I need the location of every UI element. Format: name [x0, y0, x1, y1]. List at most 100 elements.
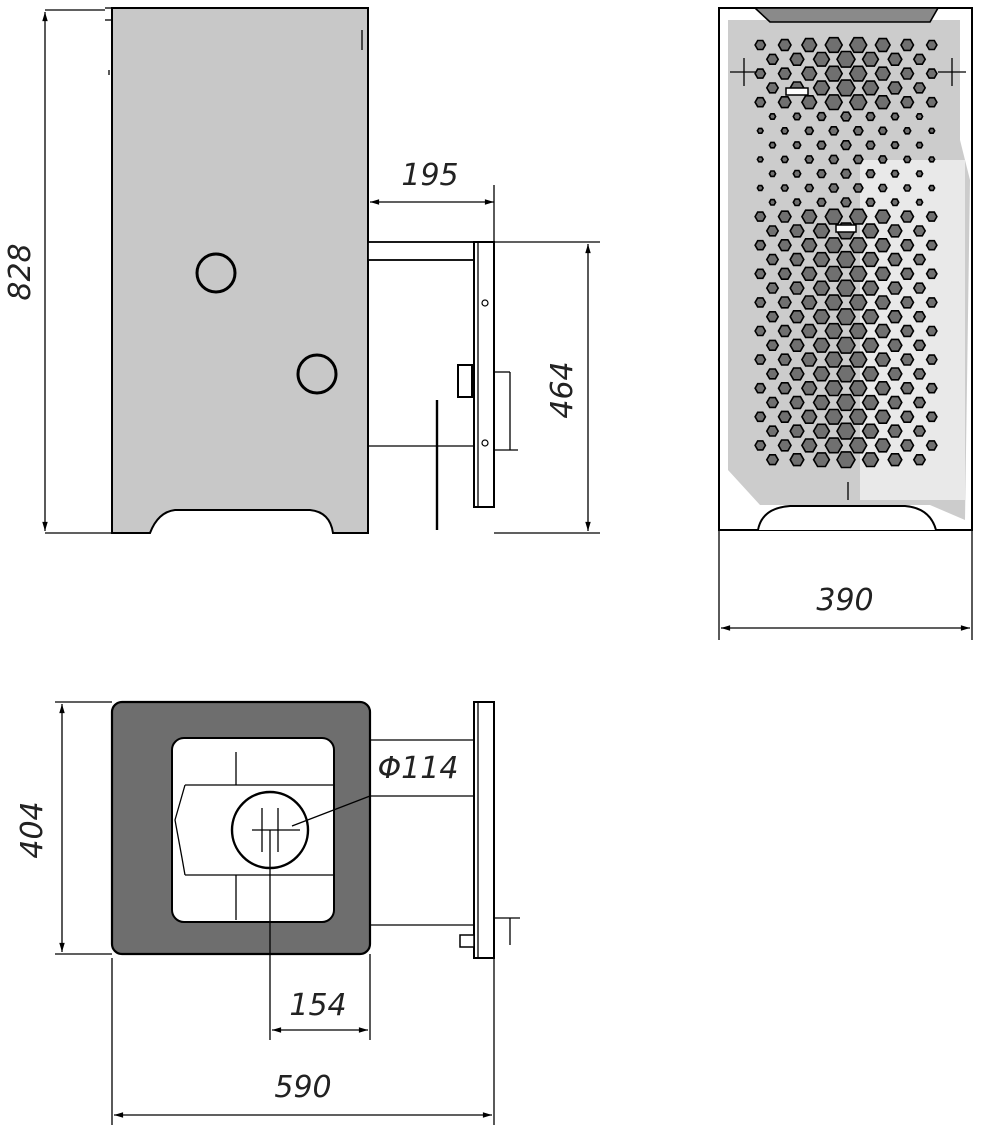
side-view: 828 195 464 [3, 7, 600, 534]
hex-hole [912, 396, 927, 409]
hex-hole [852, 154, 864, 165]
hex-hole [789, 252, 805, 267]
dim-pipe-diameter: Φ114 [378, 751, 459, 786]
hex-hole [900, 210, 915, 223]
hex-hole [848, 65, 868, 82]
hex-hole [804, 155, 815, 164]
hex-hole [900, 38, 915, 52]
hex-hole [836, 308, 856, 326]
hex-hole [900, 381, 915, 395]
dim-pipe-offset: 154 [289, 988, 346, 1023]
hex-hole [754, 297, 767, 308]
hex-hole [765, 425, 780, 437]
hex-hole [812, 251, 831, 268]
hex-hole [800, 380, 818, 396]
hex-hole [925, 68, 938, 79]
hex-hole [765, 396, 780, 409]
hex-hole [900, 353, 915, 366]
hex-hole [836, 79, 856, 97]
hex-hole [765, 310, 780, 323]
hex-hole [824, 437, 844, 454]
hex-hole [800, 352, 818, 367]
hex-hole [852, 183, 864, 193]
hex-hole [800, 438, 818, 453]
hex-hole [824, 265, 844, 282]
hex-hole [848, 94, 868, 111]
hex-hole [912, 82, 927, 94]
hex-hole [812, 394, 831, 411]
hex-hole [824, 380, 844, 397]
hex-hole [777, 267, 792, 281]
hex-hole [836, 250, 856, 269]
hex-hole [780, 127, 790, 135]
hex-hole [756, 184, 765, 192]
door-frame-top [473, 701, 495, 959]
hex-hole [789, 395, 805, 410]
hex-hole [765, 282, 780, 294]
hex-hole [912, 310, 927, 323]
hex-hole [836, 422, 856, 440]
hex-hole [812, 51, 831, 67]
hex-hole [887, 252, 903, 267]
hex-hole [768, 141, 777, 149]
hex-hole [874, 380, 892, 396]
hex-hole [768, 113, 777, 120]
hex-hole [887, 281, 903, 295]
hex-hole [861, 80, 880, 96]
hex-hole [861, 423, 880, 439]
hex-hole [900, 96, 915, 109]
hex-hole [887, 309, 903, 324]
hex-hole [836, 50, 856, 68]
hex-hole [800, 37, 818, 53]
hex-hole [777, 38, 792, 52]
hex-hole [754, 382, 767, 394]
hex-hole [824, 237, 844, 254]
hex-hole [812, 337, 831, 353]
hex-hole [925, 440, 938, 451]
hex-hole [754, 68, 767, 79]
hex-hole [836, 336, 856, 354]
hex-hole [874, 238, 892, 253]
hex-hole [925, 96, 938, 108]
hex-hole [848, 36, 868, 54]
hex-hole [890, 141, 900, 150]
hex-hole [925, 354, 938, 365]
hex-hole [777, 210, 792, 223]
hex-hole [836, 451, 856, 469]
hex-hole [861, 452, 880, 468]
hex-hole [890, 169, 900, 178]
hex-hole [902, 155, 912, 164]
hex-hole [902, 127, 912, 135]
hex-hole [874, 295, 892, 310]
hex-hole [887, 395, 903, 410]
hex-hole [915, 113, 924, 120]
hex-hole [777, 296, 792, 309]
hex-hole [925, 325, 938, 337]
opening-circle-upper [195, 252, 237, 294]
hex-hole [900, 410, 915, 424]
hex-hole [765, 225, 780, 237]
hex-hole [824, 65, 844, 82]
dim-length-total: 590 [274, 1070, 331, 1105]
hex-hole [777, 353, 792, 366]
hex-hole [912, 282, 927, 294]
hex-hole [925, 211, 938, 222]
hex-hole [812, 309, 831, 325]
hex-hole [812, 452, 831, 468]
hex-hole [824, 36, 844, 54]
hex-hole [925, 39, 938, 51]
hex-hole [925, 411, 938, 423]
hex-hole [777, 239, 792, 252]
hex-hole [792, 169, 802, 178]
hex-hole [900, 267, 915, 281]
hex-hole [912, 453, 927, 466]
hex-hole [812, 223, 831, 239]
hex-hole [828, 154, 840, 165]
hex-hole [848, 437, 868, 454]
hex-hole [840, 140, 852, 151]
hex-hole [800, 238, 818, 253]
front-view: 390 [718, 7, 973, 640]
hex-hole [824, 408, 844, 425]
hex-hole [900, 296, 915, 309]
hex-hole [789, 452, 805, 467]
